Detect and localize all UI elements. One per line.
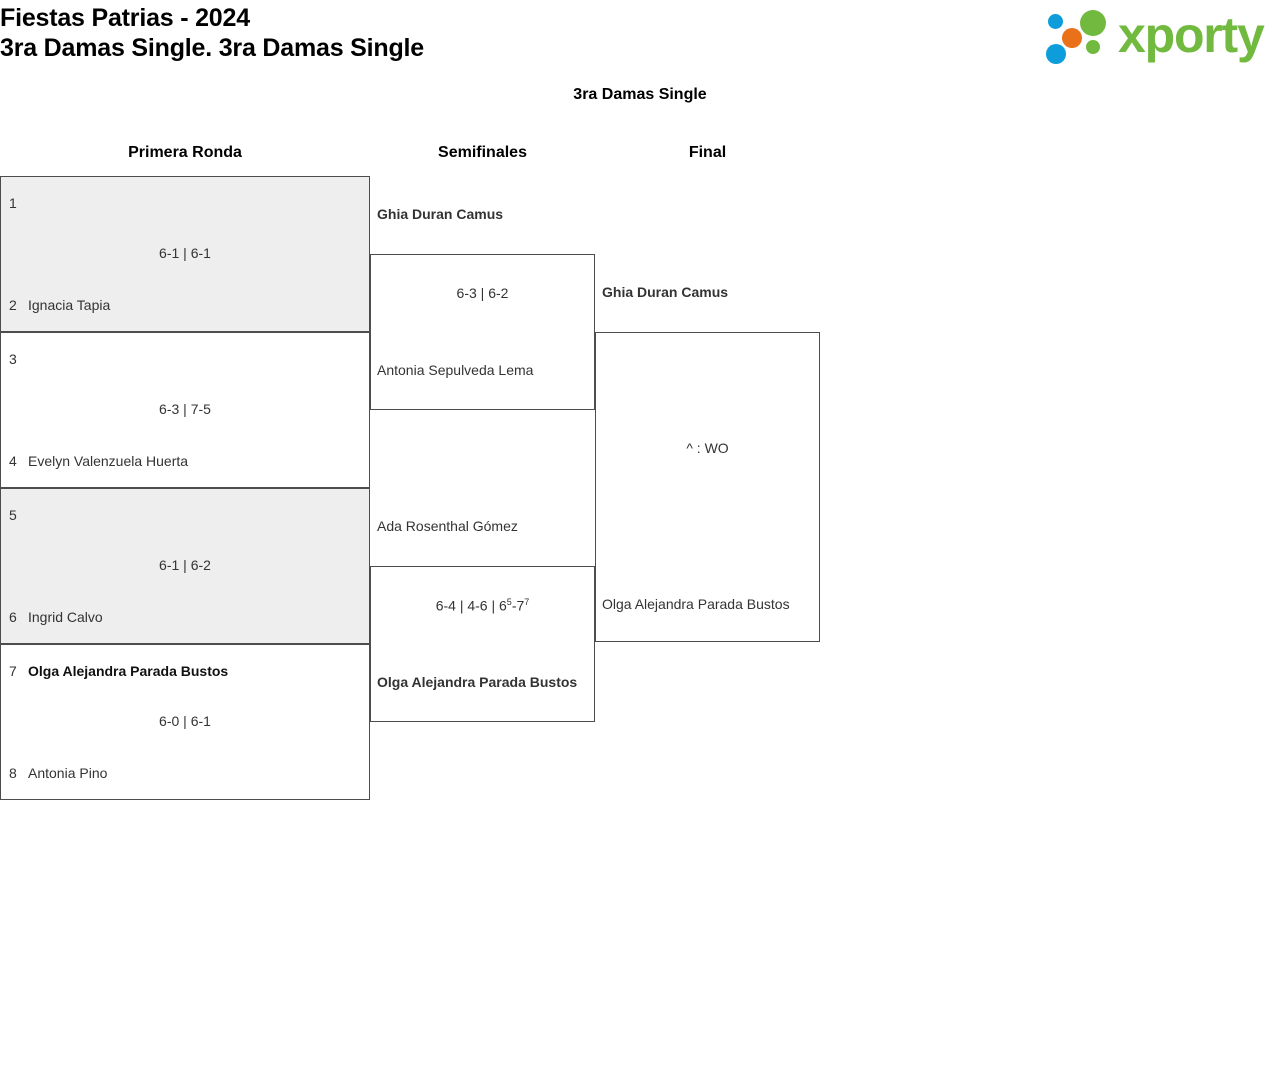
- semifinal-2-bottom-player[interactable]: Olga Alejandra Parada Bustos: [377, 674, 578, 690]
- final-top-player[interactable]: Ghia Duran Camus: [602, 284, 729, 300]
- match-r1-1-top-player[interactable]: 1: [9, 193, 361, 213]
- seed-number: 4: [9, 453, 17, 469]
- logo-dot-blue-large: [1046, 44, 1066, 64]
- seed-number: 2: [9, 297, 17, 313]
- round-header-semifinales: Semifinales: [438, 144, 527, 161]
- match-r1-1-score: 6-1 | 6-1: [159, 245, 211, 261]
- match-r1-4-top-player[interactable]: 7 Olga Alejandra Parada Bustos: [9, 661, 361, 681]
- logo-dot-green-small: [1086, 40, 1100, 54]
- final-bottom-player[interactable]: Olga Alejandra Parada Bustos: [602, 596, 790, 612]
- score-part-mid: -7: [511, 597, 525, 614]
- match-r3-1-score: ^ : WO: [686, 440, 729, 456]
- seed-number: 5: [9, 507, 17, 523]
- round-header-primera-ronda: Primera Ronda: [128, 144, 242, 161]
- match-r1-1-bottom-player[interactable]: 2 Ignacia Tapia: [9, 295, 361, 315]
- page-header: Fiestas Patrias - 2024 3ra Damas Single.…: [0, 0, 1280, 72]
- logo-dot-orange: [1062, 28, 1082, 48]
- score-tiebreak-2: 7: [524, 597, 530, 607]
- match-r1-3-bottom-player[interactable]: 6 Ingrid Calvo: [9, 607, 361, 627]
- match-r1-4-bottom-player[interactable]: 8 Antonia Pino: [9, 763, 361, 783]
- match-r2-1[interactable]: 6-3 | 6-2: [370, 254, 595, 410]
- category-title: 3ra Damas Single. 3ra Damas Single: [0, 34, 424, 62]
- score-tiebreak-1: 5: [506, 597, 512, 607]
- semifinal-2-top-player[interactable]: Ada Rosenthal Gómez: [377, 518, 518, 534]
- player-name: Evelyn Valenzuela Huerta: [28, 453, 189, 469]
- logo-wordmark: xporty: [1118, 7, 1265, 63]
- tournament-title: Fiestas Patrias - 2024: [0, 4, 250, 32]
- match-r1-2-bottom-player[interactable]: 4 Evelyn Valenzuela Huerta: [9, 451, 361, 471]
- bracket-title: 3ra Damas Single: [573, 86, 707, 103]
- logo-dot-blue-small: [1048, 14, 1063, 29]
- match-r1-3-top-player[interactable]: 5: [9, 505, 361, 525]
- match-r1-3-score: 6-1 | 6-2: [159, 557, 211, 573]
- player-name: Olga Alejandra Parada Bustos: [28, 663, 229, 679]
- seed-number: 3: [9, 351, 17, 367]
- seed-number: 6: [9, 609, 17, 625]
- title-block: Fiestas Patrias - 2024 3ra Damas Single.…: [0, 0, 900, 63]
- match-r1-1[interactable]: 1 6-1 | 6-1 2 Ignacia Tapia: [0, 176, 370, 332]
- player-name: Antonia Pino: [28, 765, 108, 781]
- seed-number: 8: [9, 765, 17, 781]
- match-r2-2[interactable]: 6-4 | 4-6 | 65-77: [370, 566, 595, 722]
- seed-number: 7: [9, 663, 17, 679]
- match-r1-3[interactable]: 5 6-1 | 6-2 6 Ingrid Calvo: [0, 488, 370, 644]
- logo-dot-green-large: [1080, 10, 1106, 36]
- round-header-final: Final: [688, 144, 727, 161]
- match-r2-2-score: 6-4 | 4-6 | 65-77: [371, 597, 594, 614]
- player-name: Ingrid Calvo: [28, 609, 103, 625]
- match-r2-1-score: 6-3 | 6-2: [456, 285, 509, 301]
- match-r1-2-score: 6-3 | 7-5: [159, 401, 211, 417]
- xporty-logo[interactable]: xporty: [1036, 4, 1272, 66]
- score-part-pre: 6-4 | 4-6 | 6: [435, 597, 507, 614]
- match-r1-4-score: 6-0 | 6-1: [159, 713, 211, 729]
- match-r1-2-top-player[interactable]: 3: [9, 349, 361, 369]
- semifinal-1-bottom-player[interactable]: Antonia Sepulveda Lema: [377, 362, 534, 378]
- semifinal-1-top-player[interactable]: Ghia Duran Camus: [377, 206, 504, 222]
- seed-number: 1: [9, 195, 17, 211]
- match-r3-1[interactable]: ^ : WO: [595, 332, 820, 642]
- player-name: Ignacia Tapia: [28, 297, 111, 313]
- match-r1-2[interactable]: 3 6-3 | 7-5 4 Evelyn Valenzuela Huerta: [0, 332, 370, 488]
- logo-dots-icon: [1046, 10, 1120, 64]
- match-r1-4[interactable]: 7 Olga Alejandra Parada Bustos 6-0 | 6-1…: [0, 644, 370, 800]
